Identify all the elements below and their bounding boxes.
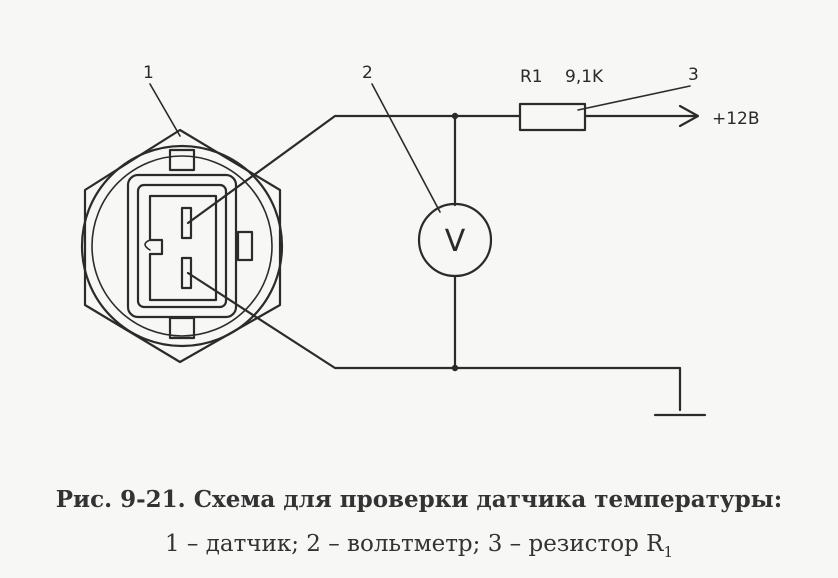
circuit-diagram: V R1 9,1K +12В 1 2 3: [80, 63, 760, 417]
sensor-top-tab: [168, 148, 196, 172]
temperature-sensor: [80, 128, 284, 364]
supply-arrow-icon: [678, 104, 700, 128]
sensor-side-tab: [236, 230, 254, 262]
sensor-pin-top: [180, 206, 193, 240]
supply-voltage-label: +12В: [712, 109, 760, 129]
connector-housing: [126, 173, 238, 319]
figure-caption: Рис. 9-21. Схема для проверки датчика те…: [0, 478, 838, 574]
caption-legend-text: 1 – датчик; 2 – вольтметр; 3 – резистор …: [164, 531, 664, 557]
caption-legend: 1 – датчик; 2 – вольтметр; 3 – резистор …: [0, 522, 838, 574]
wire-sensor-to-top-node: [186, 114, 457, 225]
resistor-r1: [518, 102, 587, 132]
callout-1-label: 1: [143, 63, 154, 83]
junction-dot-bottom: [451, 364, 459, 372]
callout-1-leader: [149, 83, 181, 137]
sensor-inner-ring: [91, 155, 273, 337]
connector-inner-frame: [136, 183, 228, 309]
caption-title: Рис. 9-21. Схема для проверки датчика те…: [55, 486, 783, 513]
connector-socket: [148, 194, 218, 302]
sensor-pin-bottom: [180, 256, 193, 290]
voltmeter: V: [417, 202, 493, 278]
callout-3-label: 3: [688, 65, 699, 85]
callout-3-leader: [577, 85, 691, 111]
junction-dot-top: [451, 112, 459, 120]
voltmeter-symbol: V: [445, 224, 466, 259]
wire-sensor-to-ground: [186, 271, 682, 412]
circuit-wires: [186, 104, 700, 412]
resistor-label: R1: [520, 67, 543, 87]
callout-2-leader: [371, 83, 441, 213]
sensor-outer-ring: [80, 144, 284, 348]
caption-subscript: 1: [663, 543, 674, 561]
resistor-value: 9,1K: [565, 67, 604, 87]
connector-latch: [144, 239, 151, 251]
voltmeter-circle: [417, 202, 493, 278]
callout-2-label: 2: [362, 63, 373, 83]
sensor-hex-body: [83, 128, 282, 364]
